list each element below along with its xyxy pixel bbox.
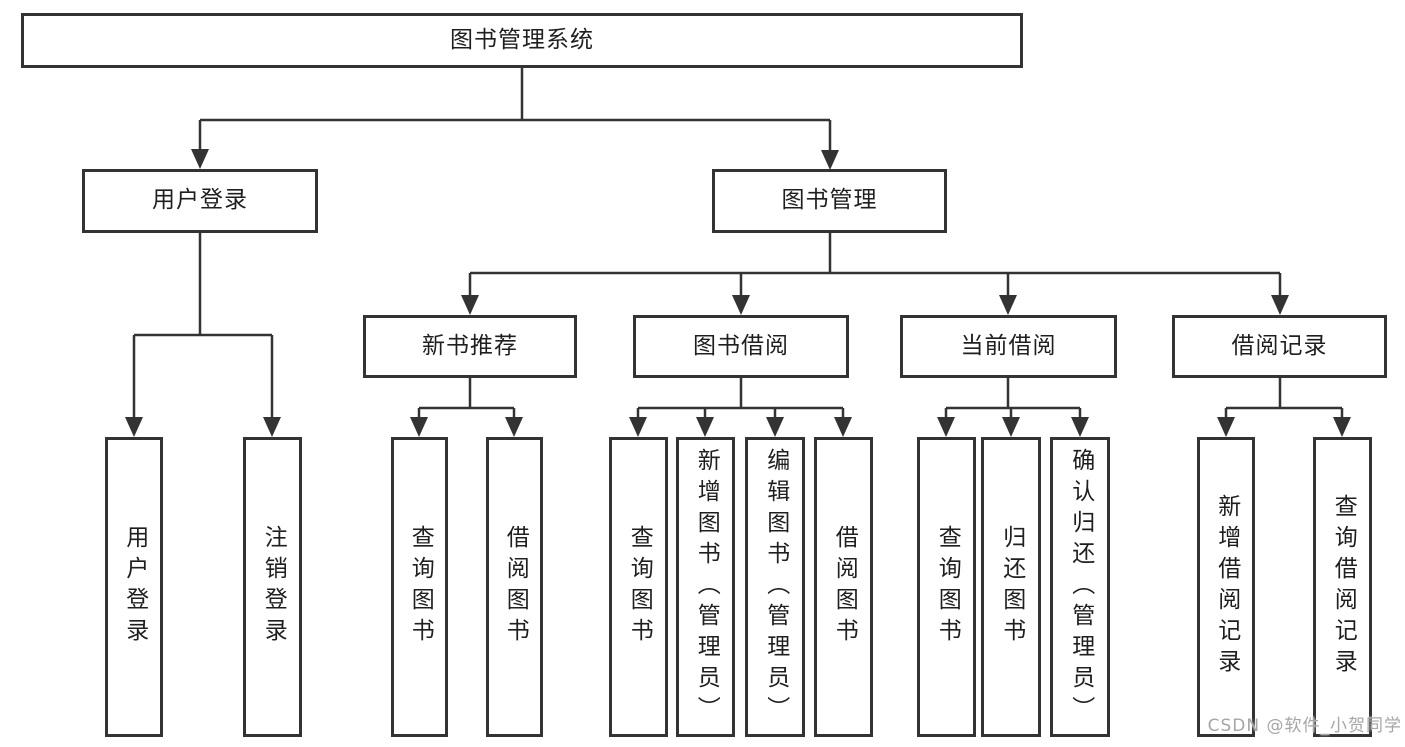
node-book-borrowing: 图书借阅	[633, 315, 849, 378]
leaf-return-books: 归还图书	[981, 437, 1041, 737]
node-borrowing-records: 借阅记录	[1172, 315, 1387, 378]
leaf-add-borrow-record: 新增借阅记录	[1197, 437, 1255, 737]
node-book-management: 图书管理	[712, 169, 947, 233]
node-library-system: 图书管理系统	[21, 13, 1023, 68]
leaf-borrow-books-recommend: 借阅图书	[486, 437, 543, 737]
leaf-query-borrow-record: 查询借阅记录	[1313, 437, 1372, 737]
leaf-logout: 注销登录	[243, 437, 302, 737]
leaf-user-login: 用户登录	[105, 437, 163, 737]
leaf-borrow-books-borrowing: 借阅图书	[814, 437, 873, 737]
leaf-query-books-borrowing: 查询图书	[609, 437, 668, 737]
leaf-confirm-return-admin: 确认归还（管理员）	[1050, 437, 1110, 737]
watermark-text: CSDN @软件_小贺同学	[1207, 716, 1402, 736]
leaf-query-books-recommend: 查询图书	[391, 437, 448, 737]
node-user-login: 用户登录	[82, 169, 318, 233]
leaf-query-books-current: 查询图书	[917, 437, 976, 737]
node-new-book-recommendation: 新书推荐	[363, 315, 577, 378]
node-current-borrowing: 当前借阅	[900, 315, 1117, 378]
leaf-edit-books-admin: 编辑图书（管理员）	[745, 437, 805, 737]
leaf-add-books-admin: 新增图书（管理员）	[676, 437, 735, 737]
